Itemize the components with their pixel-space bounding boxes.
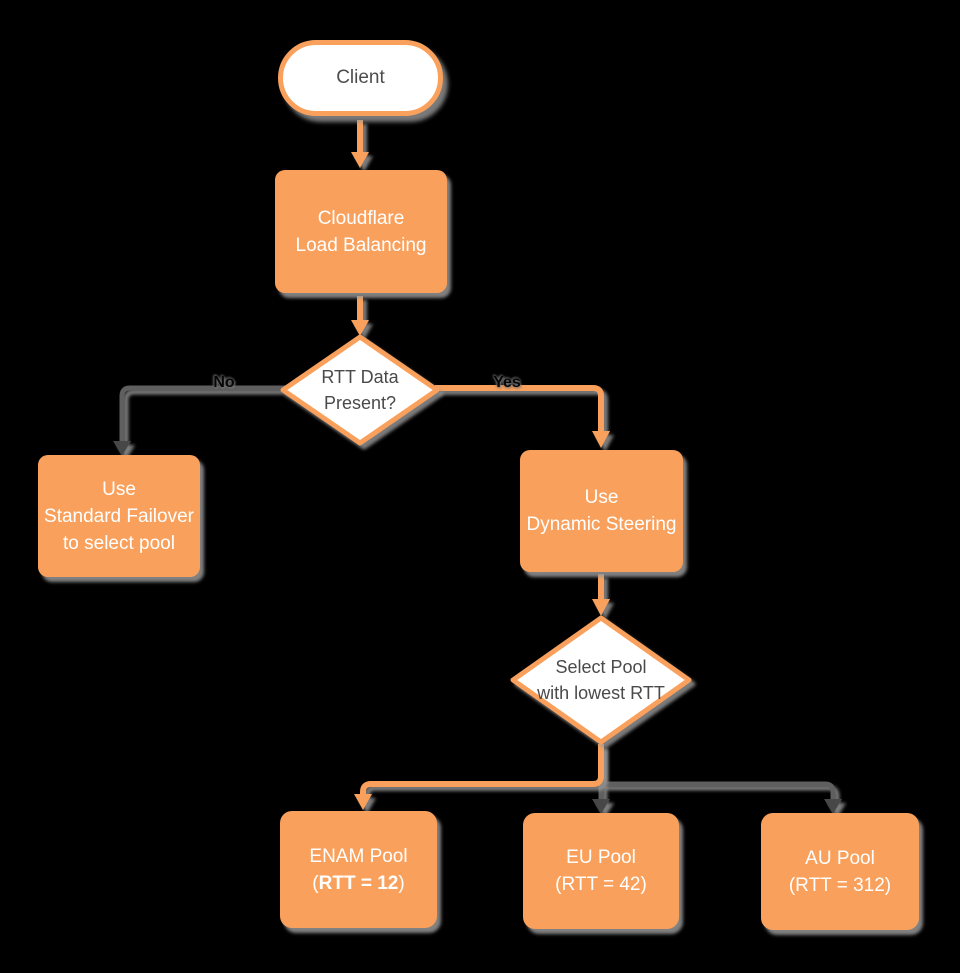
edge-client-lb-arrowhead [351,152,369,168]
edge-au-arrowhead [824,799,842,814]
node-au-pool-line2: (RTT = 312) [788,874,892,896]
decision-select-pool-shape [510,615,692,745]
node-cloudflare-line2: Load Balancing [295,234,427,256]
node-eu-pool: EU Pool (RTT = 42) [523,813,679,929]
node-standard-failover-line1: Use [102,478,136,500]
node-enam-pool-line1: ENAM Pool [309,845,408,867]
node-eu-pool-line1: EU Pool [566,847,636,868]
edge-yes-arrowhead [592,431,610,448]
edge-yes-line [435,385,604,432]
edge-eu-arrowhead [592,799,610,814]
node-client-label: Client [336,67,385,88]
node-client: Client [278,40,443,116]
decision-rtt-line2: Present? [323,393,397,413]
node-enam-pool-line2: (RTT = 12) [312,870,404,897]
node-dynamic-steering-line1: Use [584,487,619,508]
node-cloudflare-load-balancing: Cloudflare Load Balancing [275,170,447,293]
node-au-pool: AU Pool (RTT = 312) [761,813,919,930]
edge-enam-arrowhead [354,794,372,810]
edge-enam-line [360,744,604,796]
node-au-pool-line1: AU Pool [805,847,875,869]
edge-ds-pool-arrowhead [592,599,610,616]
node-standard-failover-line3: to select pool [63,532,175,554]
edge-no-line [119,385,287,444]
decision-rtt-data-label: RTT Data Present? [280,352,440,428]
enam-rtt-close-paren: ) [398,872,405,894]
node-standard-failover: Use Standard Failover to select pool [38,455,200,577]
node-enam-pool: ENAM Pool (RTT = 12) [280,811,437,928]
enam-rtt-open-paren: ( [312,872,319,894]
edge-no-arrowhead [113,441,131,456]
node-standard-failover-line2: Standard Failover [44,505,194,527]
edge-au-line [601,781,836,804]
decision-select-pool-label: Select Pool with lowest RTT [511,641,691,719]
edge-label-yes: Yes [493,374,521,391]
decision-rtt-data-shape [280,334,440,446]
node-eu-pool-line2: (RTT = 42) [555,874,647,895]
edge-label-no: No [213,374,235,391]
node-dynamic-steering-line2: Dynamic Steering [526,514,677,535]
node-dynamic-steering: Use Dynamic Steering [520,450,683,572]
decision-select-pool-line1: Select Pool [555,657,647,677]
decision-rtt-line1: RTT Data [321,367,399,387]
enam-rtt-value: RTT = 12 [318,872,399,894]
decision-select-pool-line2: with lowest RTT [537,683,665,703]
node-cloudflare-line1: Cloudflare [317,207,405,229]
edge-lb-rtt-arrowhead [351,320,369,336]
